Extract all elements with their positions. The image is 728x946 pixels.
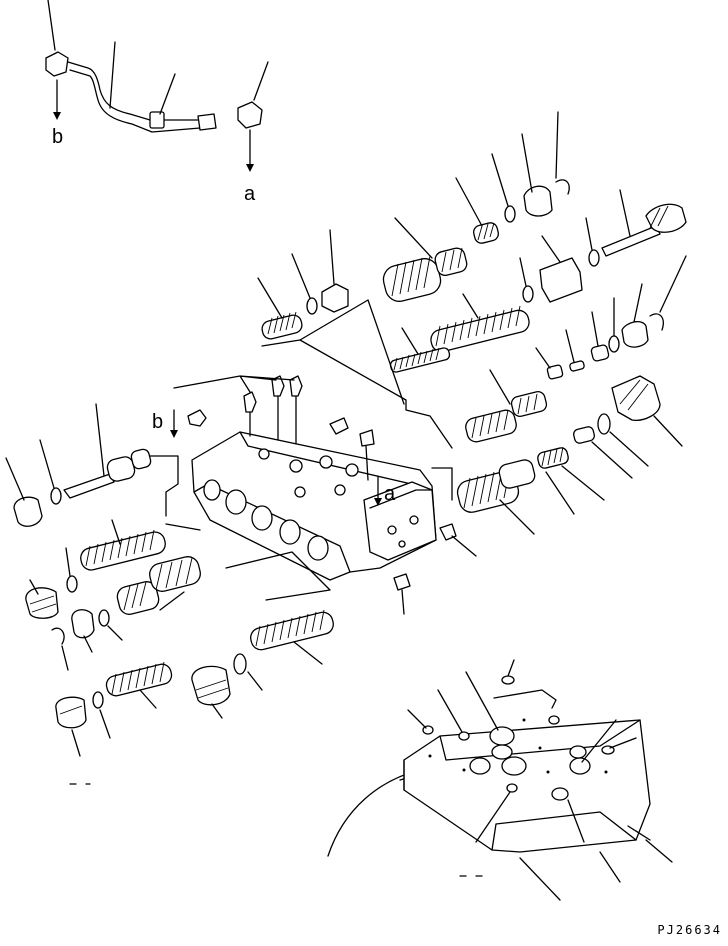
o-ring-10 <box>92 691 104 709</box>
snap-ring-1 <box>555 179 570 195</box>
bolt-2 <box>271 375 285 397</box>
piston-1 <box>523 185 553 217</box>
plug-2 <box>539 257 583 303</box>
pipe-assembly: b a <box>45 0 269 205</box>
top-hole-1 <box>258 448 270 460</box>
pipe-clamp <box>149 111 165 129</box>
elbow-fitting-b <box>45 51 69 77</box>
plug-11 <box>55 696 87 729</box>
plug-1 <box>321 283 349 313</box>
port-1 <box>203 479 221 501</box>
valve-body: b a <box>149 299 477 615</box>
spool-lower-right <box>456 459 536 513</box>
spring-lower-mid <box>250 609 334 651</box>
plug-5 <box>187 409 207 427</box>
plug-3 <box>621 320 649 348</box>
snap-ring-3 <box>51 627 65 645</box>
plug-4 <box>611 375 661 421</box>
top-hole-6 <box>334 484 346 496</box>
spool-upper <box>382 247 468 302</box>
bolt-3 <box>289 375 303 397</box>
o-ring-2 <box>504 205 516 223</box>
piston-2 <box>71 609 95 639</box>
o-ring-3 <box>588 249 600 267</box>
top-hole-3 <box>319 455 333 469</box>
inset-port-1 <box>489 726 515 746</box>
spring-4 <box>537 447 569 469</box>
small-spring-2 <box>569 360 585 372</box>
label-b-mid: b <box>152 411 163 433</box>
upper-spool-row <box>257 111 687 373</box>
elbow-fitting-a <box>237 101 263 129</box>
inset-view <box>327 659 673 901</box>
o-ring-5 <box>608 335 620 353</box>
small-parts-right <box>535 255 687 380</box>
left-parts <box>5 403 334 785</box>
arrow-b-top <box>53 112 61 120</box>
label-a-mid: a <box>384 483 396 505</box>
arrow-b-mid <box>170 430 178 438</box>
spring-thin-upper <box>389 347 451 373</box>
port-4 <box>279 519 301 545</box>
port-2 <box>225 489 247 515</box>
top-hole-4 <box>345 463 359 477</box>
label-a-top: a <box>244 183 256 205</box>
spring-lower-left <box>105 661 173 697</box>
o-ring-6 <box>597 413 611 435</box>
port-5 <box>307 535 329 561</box>
plug-12 <box>191 665 231 706</box>
arrow-a-mid <box>374 498 382 506</box>
plug-9 <box>13 496 43 527</box>
spool-left <box>116 556 201 615</box>
top-hole-5 <box>294 486 306 498</box>
label-b-top: b <box>52 126 63 148</box>
o-ring-1 <box>306 297 318 315</box>
pipe-nut <box>197 113 217 131</box>
spring-long-upper <box>430 305 530 353</box>
o-ring-7 <box>50 487 62 505</box>
o-ring-11 <box>233 653 247 675</box>
port-3 <box>251 505 273 531</box>
arrow-a-top <box>246 164 254 172</box>
o-ring-9 <box>98 609 110 627</box>
bolt-4 <box>359 429 375 447</box>
valve-body-end-block <box>363 481 437 561</box>
snap-ring-2 <box>649 313 664 331</box>
shaft-upper-right <box>601 203 687 257</box>
small-piston-1 <box>590 344 610 362</box>
spring-3 <box>573 426 595 444</box>
small-spring-1 <box>546 364 564 380</box>
plug-10 <box>25 587 59 619</box>
bolt-1 <box>243 391 257 413</box>
o-ring-4 <box>522 285 534 303</box>
drawing-code: PJ26634 <box>657 923 722 937</box>
plug-8 <box>393 573 411 591</box>
spring-left <box>80 529 166 571</box>
top-hole-2 <box>289 459 303 473</box>
plug-6 <box>329 417 349 435</box>
spring-1 <box>261 311 303 340</box>
middle-spool-row <box>456 369 683 535</box>
o-ring-8 <box>66 575 78 593</box>
shaft-left <box>63 448 152 499</box>
spool-middle <box>465 391 548 443</box>
